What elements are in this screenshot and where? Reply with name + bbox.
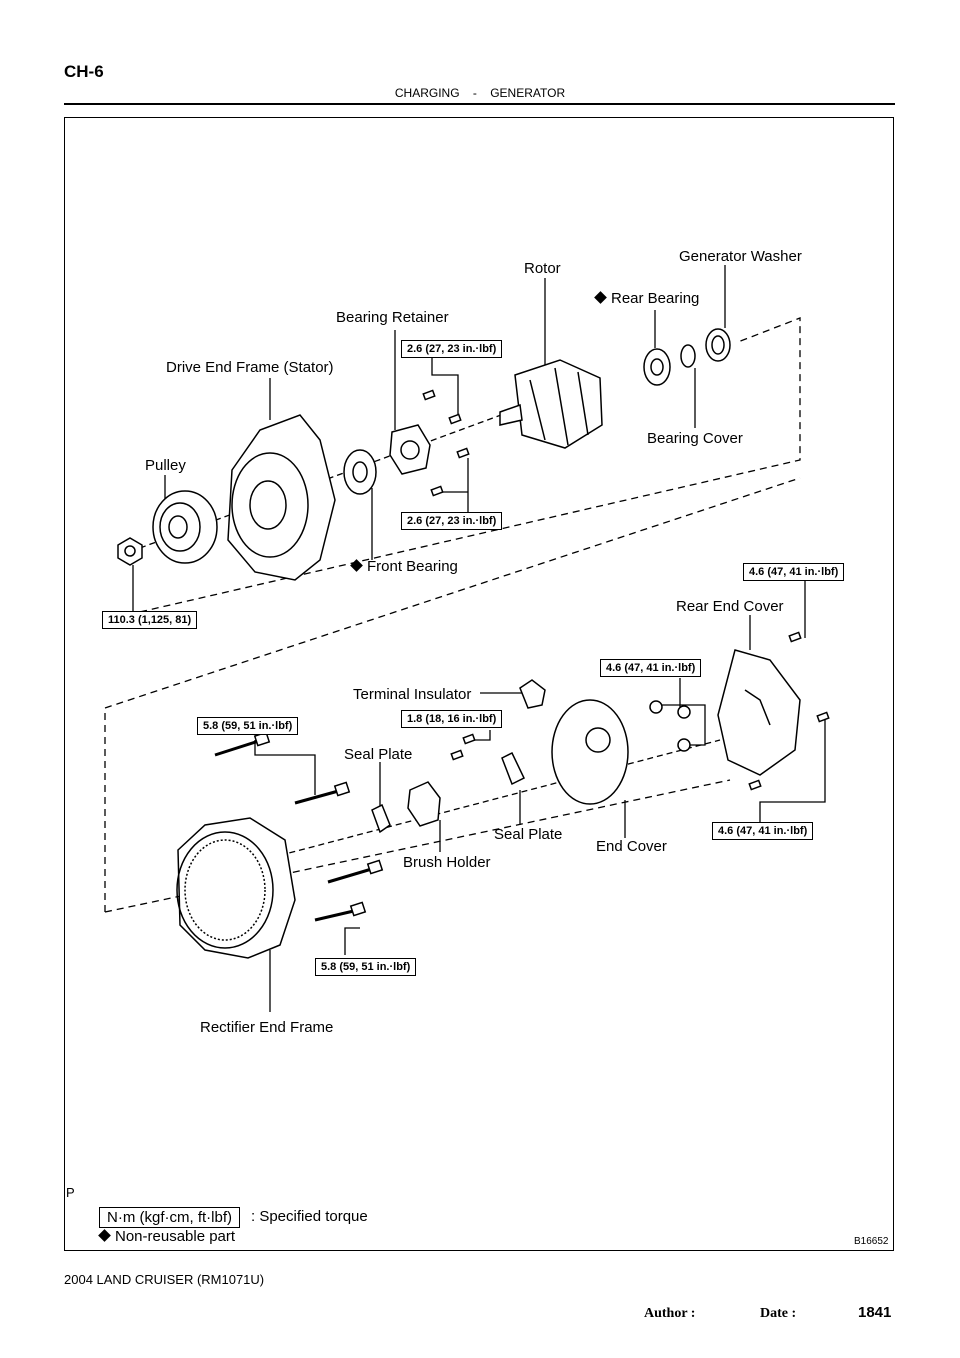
tq-bracket-retainer-lower (440, 458, 469, 512)
torque-brush-holder: 1.8 (18, 16 in.·lbf) (401, 710, 503, 728)
torque-rectifier-lower: 5.8 (59, 51 in.·lbf) (315, 958, 417, 976)
label-terminal-insulator: Terminal Insulator (353, 686, 472, 703)
torque-retainer-upper: 2.6 (27, 23 in.·lbf) (401, 340, 503, 358)
nut (677, 738, 691, 752)
bolt (456, 447, 470, 459)
screw (462, 733, 476, 745)
label-pulley: Pulley (145, 457, 186, 474)
legend-nonreusable: Non-reusable part (98, 1228, 235, 1245)
torque-rectifier-upper: 5.8 (59, 51 in.·lbf) (197, 717, 299, 735)
tq-bracket-rect-upper (254, 740, 316, 795)
label-drive-end-frame: Drive End Frame (Stator) (166, 359, 334, 376)
label-rear-end-cover: Rear End Cover (676, 598, 784, 615)
label-front-bearing: Front Bearing (350, 558, 458, 575)
page-number: 1841 (858, 1304, 892, 1321)
end-cover (551, 699, 629, 805)
p-mark: P (66, 1185, 75, 1200)
bearing-cover (680, 344, 696, 368)
rear-end-cover (717, 649, 801, 776)
nonreusable-icon (98, 1229, 111, 1242)
through-bolt (294, 788, 343, 805)
header-title: CHARGING - GENERATOR (0, 86, 960, 100)
bolt (422, 389, 436, 401)
label-brush-holder: Brush Holder (403, 854, 491, 871)
bolt (748, 779, 762, 791)
label-rotor: Rotor (524, 260, 561, 277)
figure-frame (64, 117, 894, 1251)
brush-holder (407, 781, 441, 827)
nonreusable-icon (594, 291, 607, 304)
tq-bracket-rect-lower (344, 927, 360, 955)
torque-rear-cover-lower: 4.6 (47, 41 in.·lbf) (712, 822, 814, 840)
torque-pulley-nut: 110.3 (1,125, 81) (102, 611, 198, 629)
label-bearing-cover: Bearing Cover (647, 430, 743, 447)
seal-plate-2 (501, 751, 525, 786)
legend-torque-unit: N·m (kgf·cm, ft·lbf) (99, 1207, 240, 1228)
alignment-line-top (104, 317, 801, 621)
seal-plate-1 (371, 803, 391, 834)
rectifier-end-frame (177, 817, 296, 959)
through-bolt (327, 866, 376, 884)
nut (677, 705, 691, 719)
through-bolt (314, 908, 359, 922)
bolt (788, 631, 802, 643)
section-title: CHARGING (394, 86, 460, 100)
tq-bracket-rear-lower (759, 718, 826, 822)
label-rectifier-end-frame: Rectifier End Frame (200, 1019, 334, 1036)
tq-bracket-brush (472, 730, 491, 741)
rotor (514, 359, 603, 449)
bolt (816, 711, 830, 723)
header-rule (64, 103, 895, 105)
legend-torque-desc: : Specified torque (251, 1208, 368, 1225)
bolt (448, 413, 462, 425)
header-separator: - (472, 86, 477, 100)
page-id: CH-6 (64, 62, 104, 81)
subsection-title: GENERATOR (490, 86, 566, 100)
through-bolt (214, 738, 263, 757)
label-rear-bearing: Rear Bearing (594, 290, 699, 307)
bolt (430, 485, 444, 497)
screw (450, 749, 464, 761)
tq-bracket-end-nuts (660, 678, 706, 746)
rear-centerline (269, 739, 721, 859)
footer-author: Author : (644, 1306, 696, 1321)
label-bearing-retainer: Bearing Retainer (336, 309, 449, 326)
footer-model: 2004 LAND CRUISER (RM1071U) (64, 1272, 265, 1287)
alignment-line-rear (104, 779, 731, 913)
footer-date: Date : (760, 1306, 797, 1321)
label-seal-plate-1: Seal Plate (344, 746, 413, 763)
label-generator-washer: Generator Washer (679, 248, 802, 265)
figure-id: B16652 (854, 1236, 889, 1247)
torque-end-cover-nuts: 4.6 (47, 41 in.·lbf) (600, 659, 702, 677)
torque-retainer-lower: 2.6 (27, 23 in.·lbf) (401, 512, 503, 530)
label-seal-plate-2: Seal Plate (494, 826, 563, 843)
nonreusable-icon (350, 559, 363, 572)
tq-bracket-retainer-upper (431, 356, 459, 418)
terminal-insulator (519, 679, 546, 709)
torque-rear-cover-upper: 4.6 (47, 41 in.·lbf) (743, 563, 845, 581)
nut (649, 700, 663, 714)
alignment-line-bottom (104, 477, 801, 912)
label-end-cover: End Cover (596, 838, 667, 855)
